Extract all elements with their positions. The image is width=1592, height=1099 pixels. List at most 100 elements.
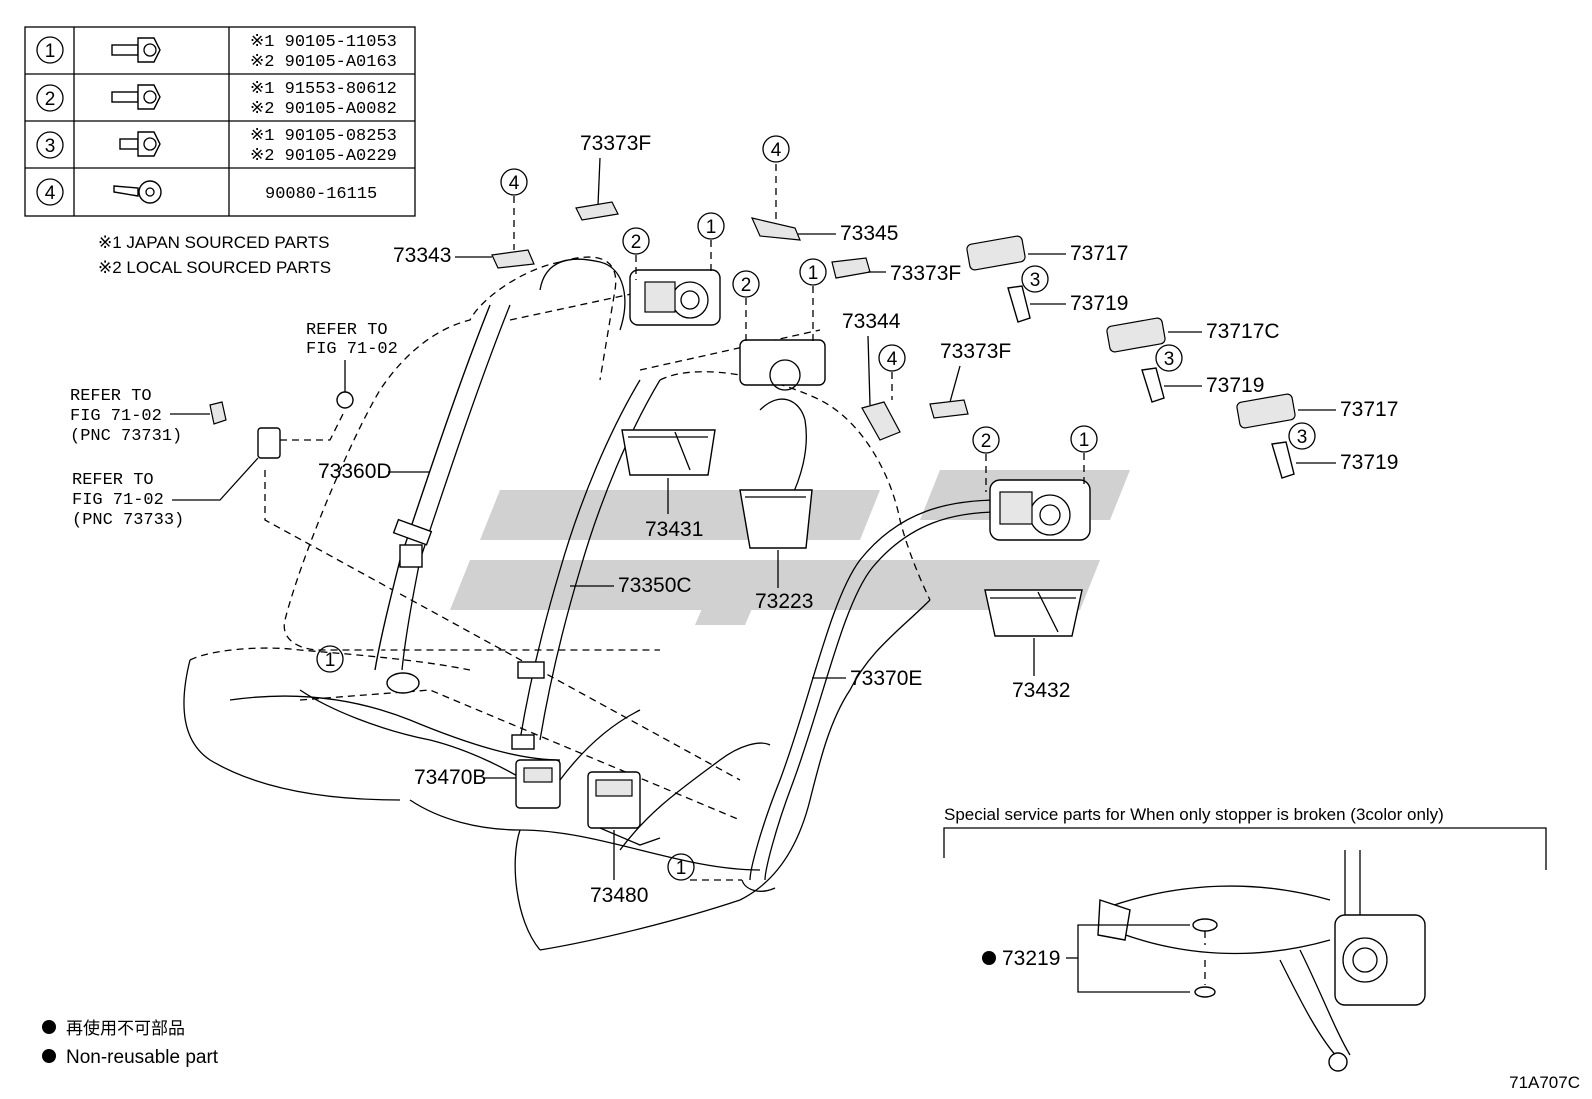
svg-text:2: 2 bbox=[981, 431, 992, 452]
svg-text:4: 4 bbox=[771, 140, 782, 161]
stopper-lower bbox=[1194, 986, 1216, 998]
note-local-sourced: ※2 LOCAL SOURCED PARTS bbox=[98, 258, 331, 277]
svg-text:3: 3 bbox=[1297, 427, 1308, 448]
callout-circle bbox=[36, 178, 64, 206]
clip-73733 bbox=[257, 427, 281, 459]
buckle-73480 bbox=[587, 771, 661, 846]
callout-1: 1 bbox=[697, 212, 725, 240]
seat-belt-73360D bbox=[374, 304, 511, 694]
callout-3: 3 bbox=[1021, 265, 1049, 293]
retractor-upper-left bbox=[629, 269, 721, 326]
label-73373F: 73373F bbox=[890, 262, 961, 285]
refer-note-3: REFER TO FIG 71-02 (PNC 73733) bbox=[72, 409, 346, 530]
refer-note-1: REFER TO FIG 71-02 bbox=[306, 321, 398, 380]
cover-73431 bbox=[621, 429, 716, 476]
callout-1: 1 bbox=[316, 645, 344, 673]
table-row: 2 ※1 91553-80612 ※2 90105-A0082 bbox=[36, 80, 397, 119]
button-73719-a bbox=[1007, 285, 1031, 323]
svg-text:1: 1 bbox=[676, 858, 687, 879]
callout-2: 2 bbox=[972, 426, 1000, 454]
callout-3: 3 bbox=[1155, 344, 1183, 372]
callout-4: 4 bbox=[878, 344, 906, 372]
label-73432: 73432 bbox=[1012, 679, 1070, 702]
clip-73731 bbox=[209, 401, 227, 425]
label-73345: 73345 bbox=[840, 222, 898, 245]
callout-circle bbox=[36, 84, 64, 112]
note-japan-sourced: ※1 JAPAN SOURCED PARTS bbox=[98, 233, 330, 252]
label-73719: 73719 bbox=[1340, 451, 1398, 474]
callout-circles: 4 2 1 4 2 1 3 3 3 4 2 1 1 1 bbox=[316, 135, 1316, 881]
trim-73373F-b bbox=[831, 257, 871, 279]
label-73360D: 73360D bbox=[318, 460, 392, 483]
button-73719-b bbox=[1141, 367, 1165, 403]
svg-text:REFER TO: REFER TO bbox=[70, 387, 152, 406]
part-number: ※1 90105-08253 bbox=[250, 127, 397, 146]
part-number: ※2 90105-A0229 bbox=[250, 147, 397, 166]
svg-text:2: 2 bbox=[741, 275, 752, 296]
label-73223: 73223 bbox=[755, 590, 813, 613]
label-73350C: 73350C bbox=[618, 574, 692, 597]
svg-text:FIG 71-02: FIG 71-02 bbox=[72, 491, 164, 510]
refer-note-2: REFER TO FIG 71-02 (PNC 73731) bbox=[70, 387, 210, 446]
part-number: ※2 90105-A0163 bbox=[250, 53, 397, 72]
cover-73717C bbox=[1106, 317, 1166, 353]
trim-73373F-a bbox=[575, 201, 619, 221]
callout-1: 1 bbox=[1070, 425, 1098, 453]
svg-text:1: 1 bbox=[325, 650, 336, 671]
table-row: 3 ※1 90105-08253 ※2 90105-A0229 bbox=[36, 127, 397, 166]
part-number: ※2 90105-A0082 bbox=[250, 100, 397, 119]
table-row: 4 90080-16115 bbox=[36, 178, 377, 206]
svg-text:(PNC 73731): (PNC 73731) bbox=[70, 427, 182, 446]
callout-circle bbox=[36, 36, 64, 64]
table-row: 1 ※1 90105-11053 ※2 90105-A0163 bbox=[36, 33, 397, 72]
bolt-icon bbox=[119, 131, 161, 157]
label-73480: 73480 bbox=[590, 884, 648, 907]
part-labels: 73373F 73343 73345 73373F 73717 73719 73… bbox=[318, 132, 1398, 907]
cover-73717-a bbox=[966, 235, 1026, 271]
trim-73373F-c bbox=[929, 399, 969, 419]
button-73719-c bbox=[1271, 441, 1295, 479]
svg-text:FIG 71-02: FIG 71-02 bbox=[306, 340, 398, 359]
label-73470B: 73470B bbox=[414, 766, 486, 789]
svg-text:2: 2 bbox=[631, 232, 642, 253]
callout-1: 1 bbox=[799, 258, 827, 286]
callout-4: 4 bbox=[500, 168, 528, 196]
inset-title: Special service parts for When only stop… bbox=[944, 805, 1444, 824]
callout-number: 3 bbox=[45, 136, 56, 157]
label-73719: 73719 bbox=[1070, 292, 1128, 315]
part-number: ※1 91553-80612 bbox=[250, 80, 397, 99]
label-73719: 73719 bbox=[1206, 374, 1264, 397]
callout-2: 2 bbox=[732, 270, 760, 298]
callout-number: 2 bbox=[45, 89, 56, 110]
bolt-icon bbox=[111, 84, 161, 110]
callout-3: 3 bbox=[1288, 422, 1316, 450]
label-73431: 73431 bbox=[645, 518, 703, 541]
legend: 再使用不可部品 Non-reusable part bbox=[42, 1018, 219, 1068]
svg-text:(PNC 73733): (PNC 73733) bbox=[72, 511, 184, 530]
svg-text:4: 4 bbox=[509, 173, 520, 194]
label-73373F: 73373F bbox=[580, 132, 651, 155]
label-73219: 73219 bbox=[1002, 947, 1060, 970]
stopper-upper bbox=[1192, 918, 1218, 932]
label-73370E: 73370E bbox=[850, 667, 922, 690]
cover-73717-b bbox=[1236, 393, 1296, 429]
callout-circle bbox=[36, 131, 64, 159]
callout-1: 1 bbox=[667, 853, 695, 881]
svg-text:REFER TO: REFER TO bbox=[306, 321, 388, 340]
label-73717C: 73717C bbox=[1206, 320, 1280, 343]
seat-belt-73370E bbox=[741, 499, 1001, 892]
callout-number: 1 bbox=[45, 41, 56, 62]
svg-text:1: 1 bbox=[1079, 430, 1090, 451]
label-73344: 73344 bbox=[842, 310, 901, 333]
cover-73432 bbox=[984, 589, 1083, 637]
trim-73344 bbox=[861, 401, 901, 441]
trim-73345 bbox=[750, 217, 801, 241]
buckle-73470B bbox=[515, 759, 561, 809]
svg-text:3: 3 bbox=[1030, 270, 1041, 291]
svg-text:3: 3 bbox=[1164, 349, 1175, 370]
bolt-icon bbox=[111, 37, 161, 63]
svg-text:REFER TO: REFER TO bbox=[72, 471, 154, 490]
legend-english: Non-reusable part bbox=[66, 1047, 219, 1068]
retractor-center bbox=[739, 339, 826, 391]
